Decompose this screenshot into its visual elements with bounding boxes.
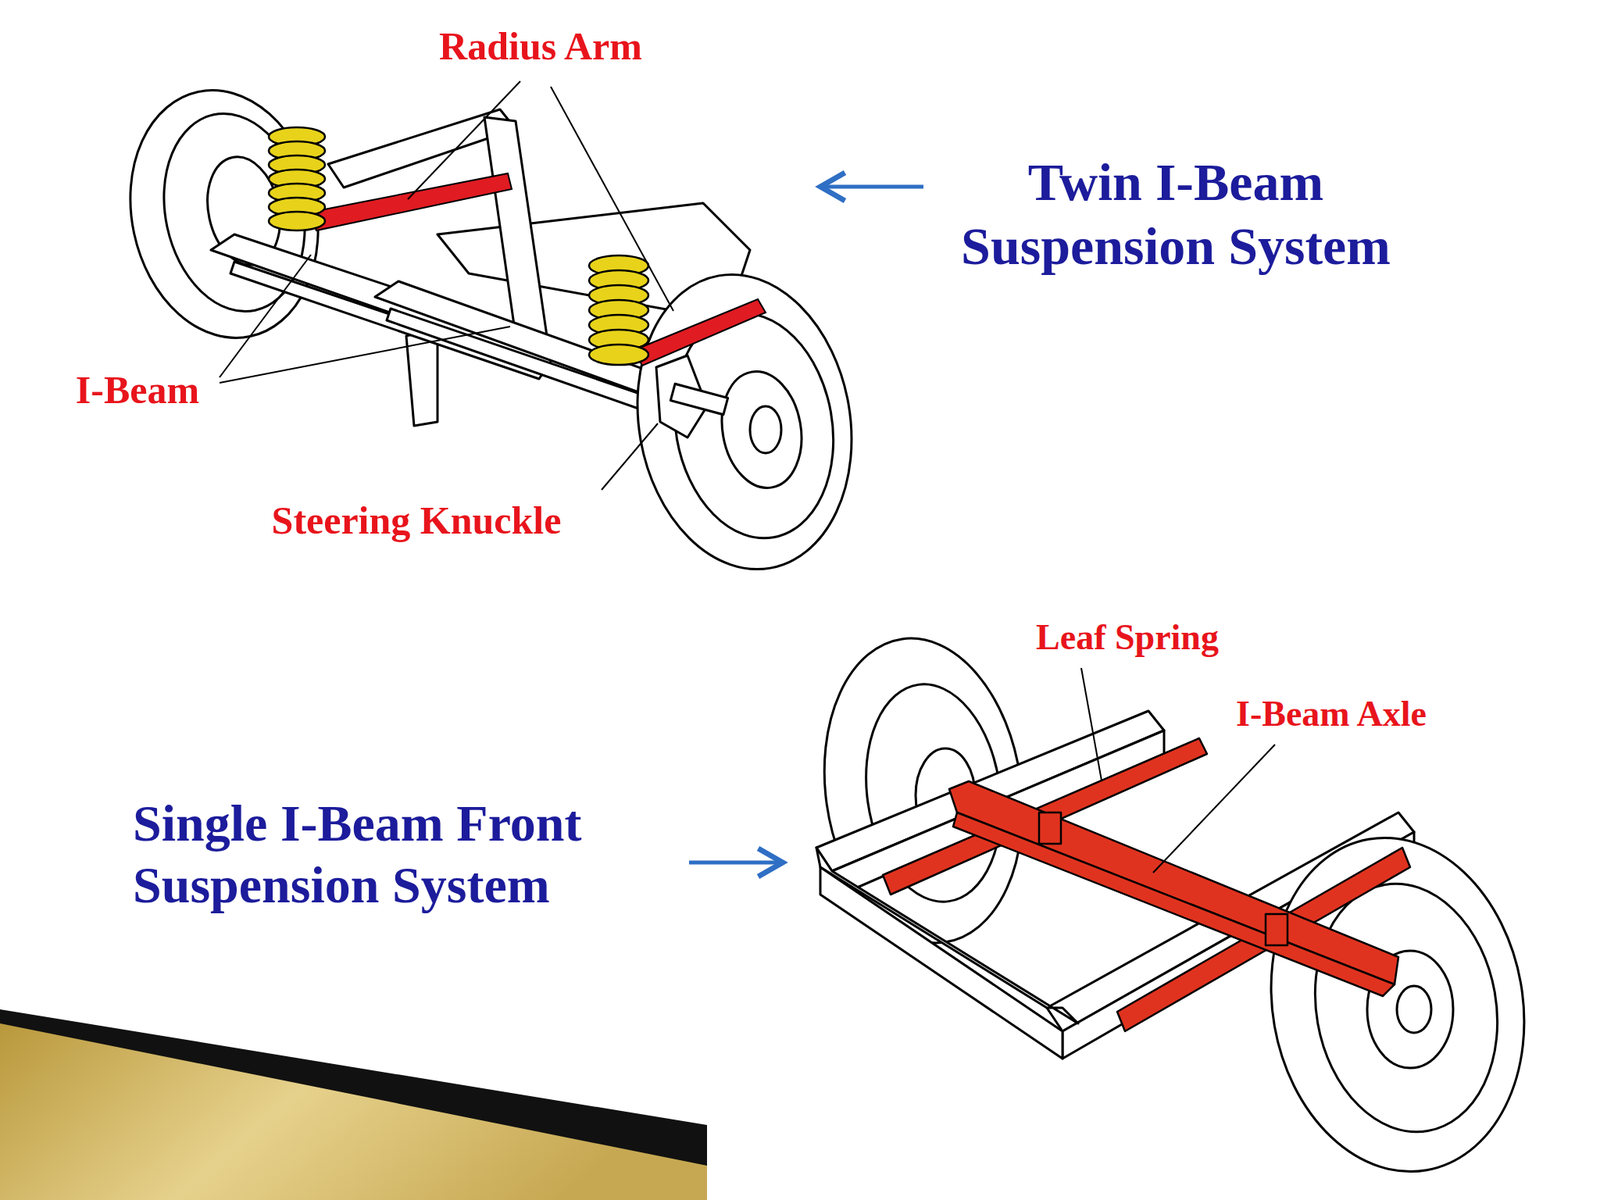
- leader-line: [550, 86, 674, 311]
- system-heading: Twin I-Beam Suspension System: [902, 150, 1450, 279]
- twin-ibeam-illustration: [107, 72, 340, 356]
- corner-decoration: [0, 1009, 708, 1200]
- part-label: I-Beam: [20, 366, 255, 414]
- part-label: I-Beam Axle: [1190, 692, 1472, 736]
- pointer-arrow: [689, 186, 924, 863]
- axle-and-leaf-spring-shape: [1265, 914, 1288, 946]
- leader-line: [601, 423, 658, 490]
- axle-and-leaf-spring-shape: [949, 781, 1399, 985]
- twin-ibeam-illustration: [670, 383, 728, 415]
- twin-ibeam-illustration: [614, 257, 875, 586]
- leader-line: [219, 254, 311, 378]
- twin-ibeam-illustration: [107, 72, 875, 587]
- radius-arm-shape: [634, 299, 766, 366]
- single-ibeam-illustration: [816, 847, 1079, 1024]
- leader-line: [219, 81, 674, 490]
- pointer-arrow: [820, 185, 924, 190]
- leader-line: [219, 326, 511, 383]
- part-label: Radius Arm: [384, 22, 697, 70]
- coil-spring-shape: [268, 211, 325, 231]
- radius-arm-shape: [308, 173, 512, 231]
- single-ibeam-illustration: [805, 625, 1550, 1193]
- corner-decoration: [0, 1009, 708, 1166]
- twin-ibeam-illustration: [484, 117, 547, 336]
- radius-arm-shape: [308, 173, 766, 366]
- pointer-arrow: [689, 860, 783, 865]
- axle-and-leaf-spring-shape: [882, 738, 1411, 1032]
- axle-and-leaf-spring-shape: [1039, 812, 1061, 844]
- axle-and-leaf-spring-shape: [953, 812, 1395, 997]
- leader-line: [1081, 667, 1102, 781]
- coil-spring-shape: [589, 344, 649, 365]
- coil-spring-shape: [268, 127, 649, 365]
- leader-line: [1153, 744, 1275, 873]
- leader-line: [407, 81, 521, 200]
- single-ibeam-illustration: [820, 867, 1063, 1059]
- twin-ibeam-illustration: [750, 406, 782, 454]
- single-ibeam-illustration: [1396, 985, 1432, 1033]
- part-label: Leaf Spring: [986, 615, 1268, 659]
- part-label: Steering Knuckle: [213, 496, 620, 544]
- twin-ibeam-illustration: [713, 364, 811, 494]
- system-heading: Single I-Beam Front Suspension System: [132, 792, 711, 916]
